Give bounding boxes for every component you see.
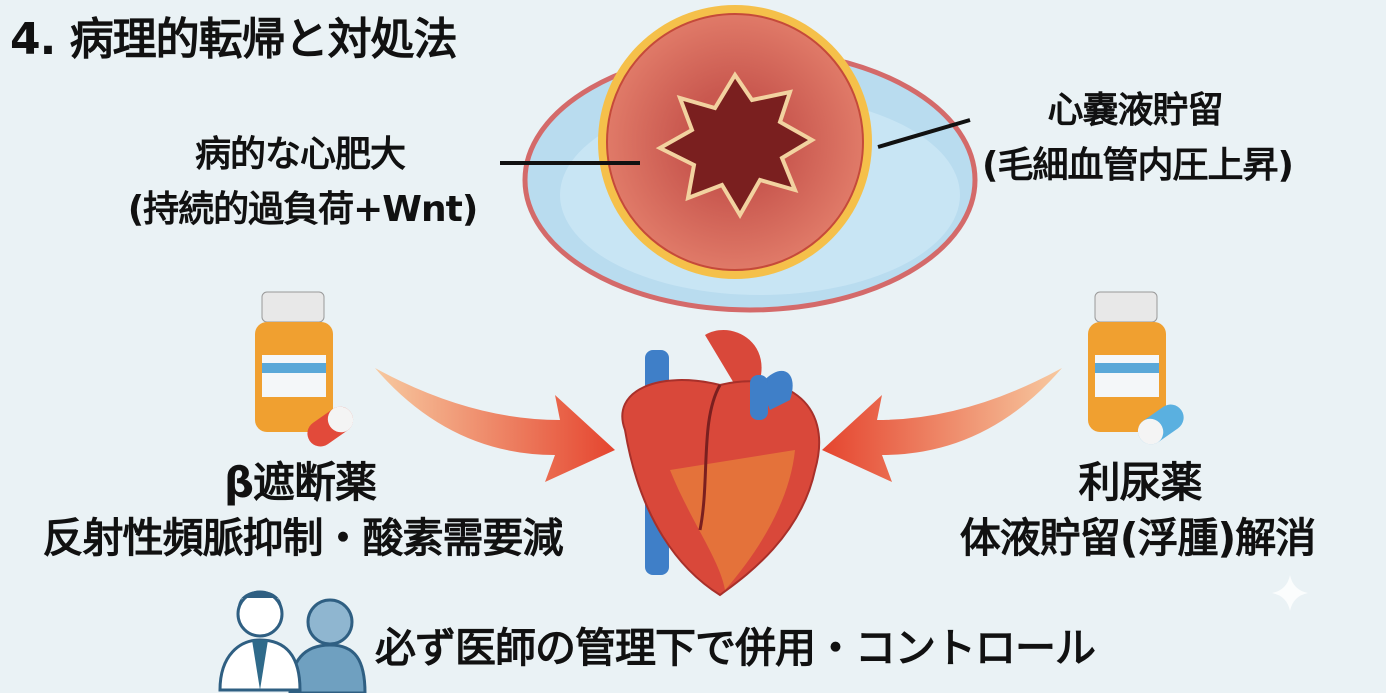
- heart-cross-section: [522, 5, 978, 313]
- hypertrophy-label: 病的な心肥大: [194, 134, 406, 175]
- diuretic-detail: 体液貯留(浮腫)解消: [959, 514, 1316, 562]
- effusion-detail: (毛細血管内圧上昇): [982, 145, 1294, 186]
- doctor-patient-icon: [218, 590, 367, 693]
- diuretic-label: 利尿薬: [1078, 458, 1202, 507]
- diuretic-bottle-icon: [1088, 291, 1184, 445]
- beta-blocker-detail: 反射性頻脈抑制・酸素需要減: [42, 514, 564, 562]
- heart-icon: [621, 330, 821, 597]
- left-arrow-icon: [375, 368, 615, 482]
- beta-blocker-label: β遮断薬: [223, 458, 377, 507]
- page-title: 4. 病理的転帰と対処法: [10, 14, 458, 65]
- effusion-pointer-line: [877, 118, 971, 149]
- right-arrow-icon: [822, 368, 1062, 482]
- footer-note: 必ず医師の管理下で併用・コントロール: [375, 624, 1096, 672]
- sparkle-icon: [1272, 575, 1308, 611]
- hypertrophy-detail: (持続的過負荷+Wnt): [127, 189, 479, 230]
- effusion-label: 心嚢液貯留: [1047, 90, 1223, 131]
- beta-blocker-bottle-icon: [255, 291, 354, 447]
